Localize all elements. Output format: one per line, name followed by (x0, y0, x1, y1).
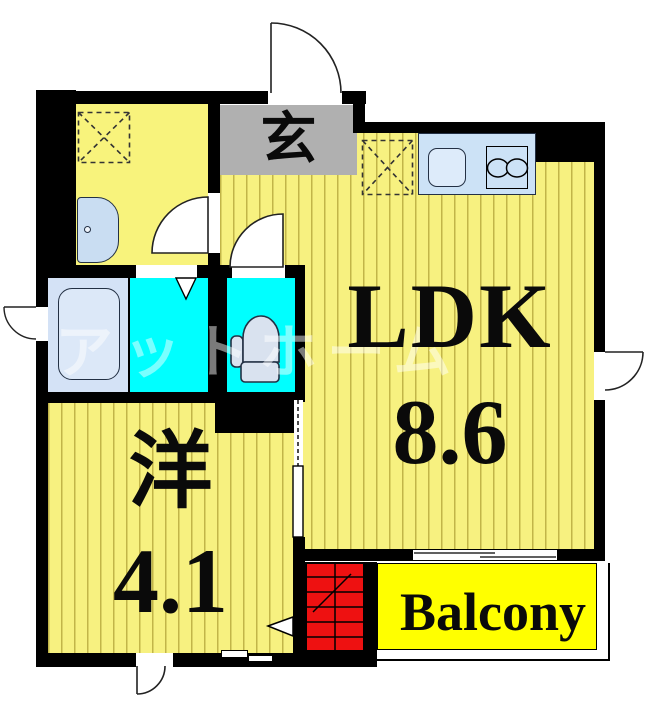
sliding-door (292, 400, 304, 538)
western-room-size-label: 4.1 (113, 530, 228, 632)
laundry-door-opening (208, 193, 220, 253)
bathtub (58, 288, 120, 380)
stove-burners (486, 158, 529, 178)
wall-entrance-right (353, 91, 365, 132)
western-door (136, 665, 166, 695)
wall-left (36, 265, 48, 667)
western-room-label: 洋 (128, 426, 213, 519)
wall-left-thick (36, 90, 76, 265)
washing-machine-space (77, 111, 131, 164)
western-window (221, 650, 248, 658)
wall-right (594, 122, 605, 561)
wall-slide-lower (293, 537, 305, 564)
entrance-door (270, 22, 342, 94)
wall-below-stairs (293, 652, 377, 667)
washbasin-faucet (84, 226, 91, 233)
entrance-floor (220, 105, 357, 175)
balcony-rail-right (608, 563, 610, 661)
balcony-label: Balcony (399, 582, 587, 642)
bath-window-opening (36, 307, 48, 341)
western-door-opening (136, 653, 173, 667)
refrigerator-space (361, 139, 414, 196)
kitchen-sink (428, 148, 466, 187)
ldk-door-opening (594, 352, 605, 400)
entrance-door-opening (268, 91, 342, 104)
wall-west-stairs (293, 562, 307, 667)
washroom-door-mark (174, 277, 198, 301)
western-room-floor (48, 403, 293, 653)
wall-bath-bottom (36, 392, 215, 403)
wall-kitchen-right-block (536, 133, 595, 162)
balcony-window (412, 549, 558, 561)
ldk-exterior-door (604, 351, 644, 391)
balcony-window-lines (414, 552, 556, 558)
western-window-2 (248, 655, 273, 662)
exterior-top-right (353, 0, 652, 122)
balcony-rail-bottom (377, 659, 610, 661)
wall-bath-washroom-line (128, 278, 130, 392)
wall-notch (215, 392, 297, 433)
toilet-door (229, 213, 284, 268)
bath-window-swing (3, 306, 37, 340)
wall-ldk-top (353, 122, 605, 133)
entrance-label: 玄 (260, 109, 317, 171)
wall-stairs-balcony (365, 562, 377, 652)
toilet-door-opening (232, 265, 285, 278)
washroom-floor (130, 278, 208, 392)
wall-washroom-toilet (208, 278, 227, 392)
wall-toilet-right (295, 265, 305, 402)
ldk-label: LDK (347, 265, 553, 367)
toilet (230, 315, 280, 383)
balcony-floor (377, 563, 597, 650)
stairs-treads (306, 563, 364, 651)
direction-arrow (265, 615, 294, 638)
washroom-door-opening (136, 265, 197, 278)
ldk-size-label: 8.6 (392, 381, 508, 483)
laundry-door (151, 196, 209, 254)
